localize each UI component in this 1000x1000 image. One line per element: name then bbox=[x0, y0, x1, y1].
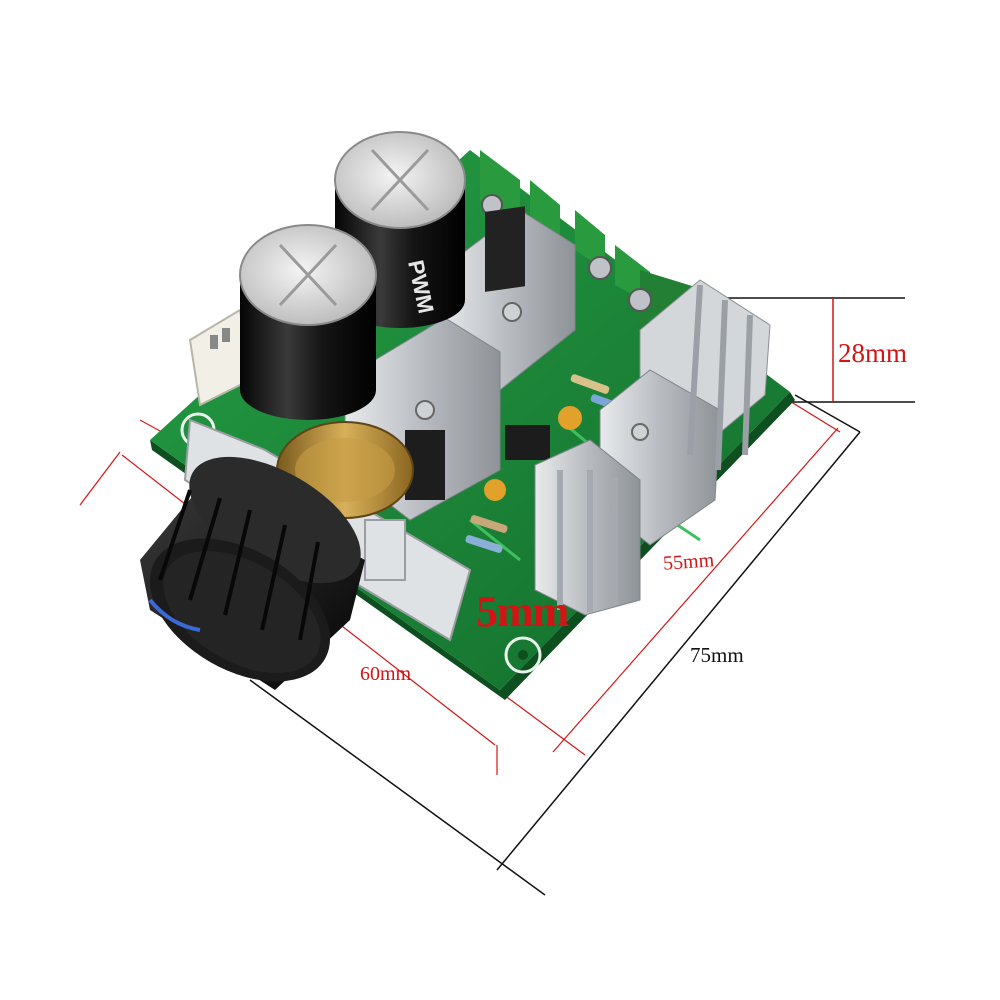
length-dimension-label: 60mm bbox=[360, 663, 412, 685]
small-components bbox=[465, 374, 630, 553]
height-dimension-label: 28mm bbox=[838, 338, 908, 368]
inner-width-dimension-label: 55mm bbox=[662, 549, 715, 575]
shaft-dimension-label: 5mm bbox=[476, 587, 569, 636]
finned-heatsink-icon bbox=[534, 279, 771, 616]
knob-icon bbox=[140, 456, 365, 690]
capacitor-icon: PWM bbox=[239, 131, 466, 420]
outer-width-dimension-label: 75mm bbox=[690, 643, 744, 667]
